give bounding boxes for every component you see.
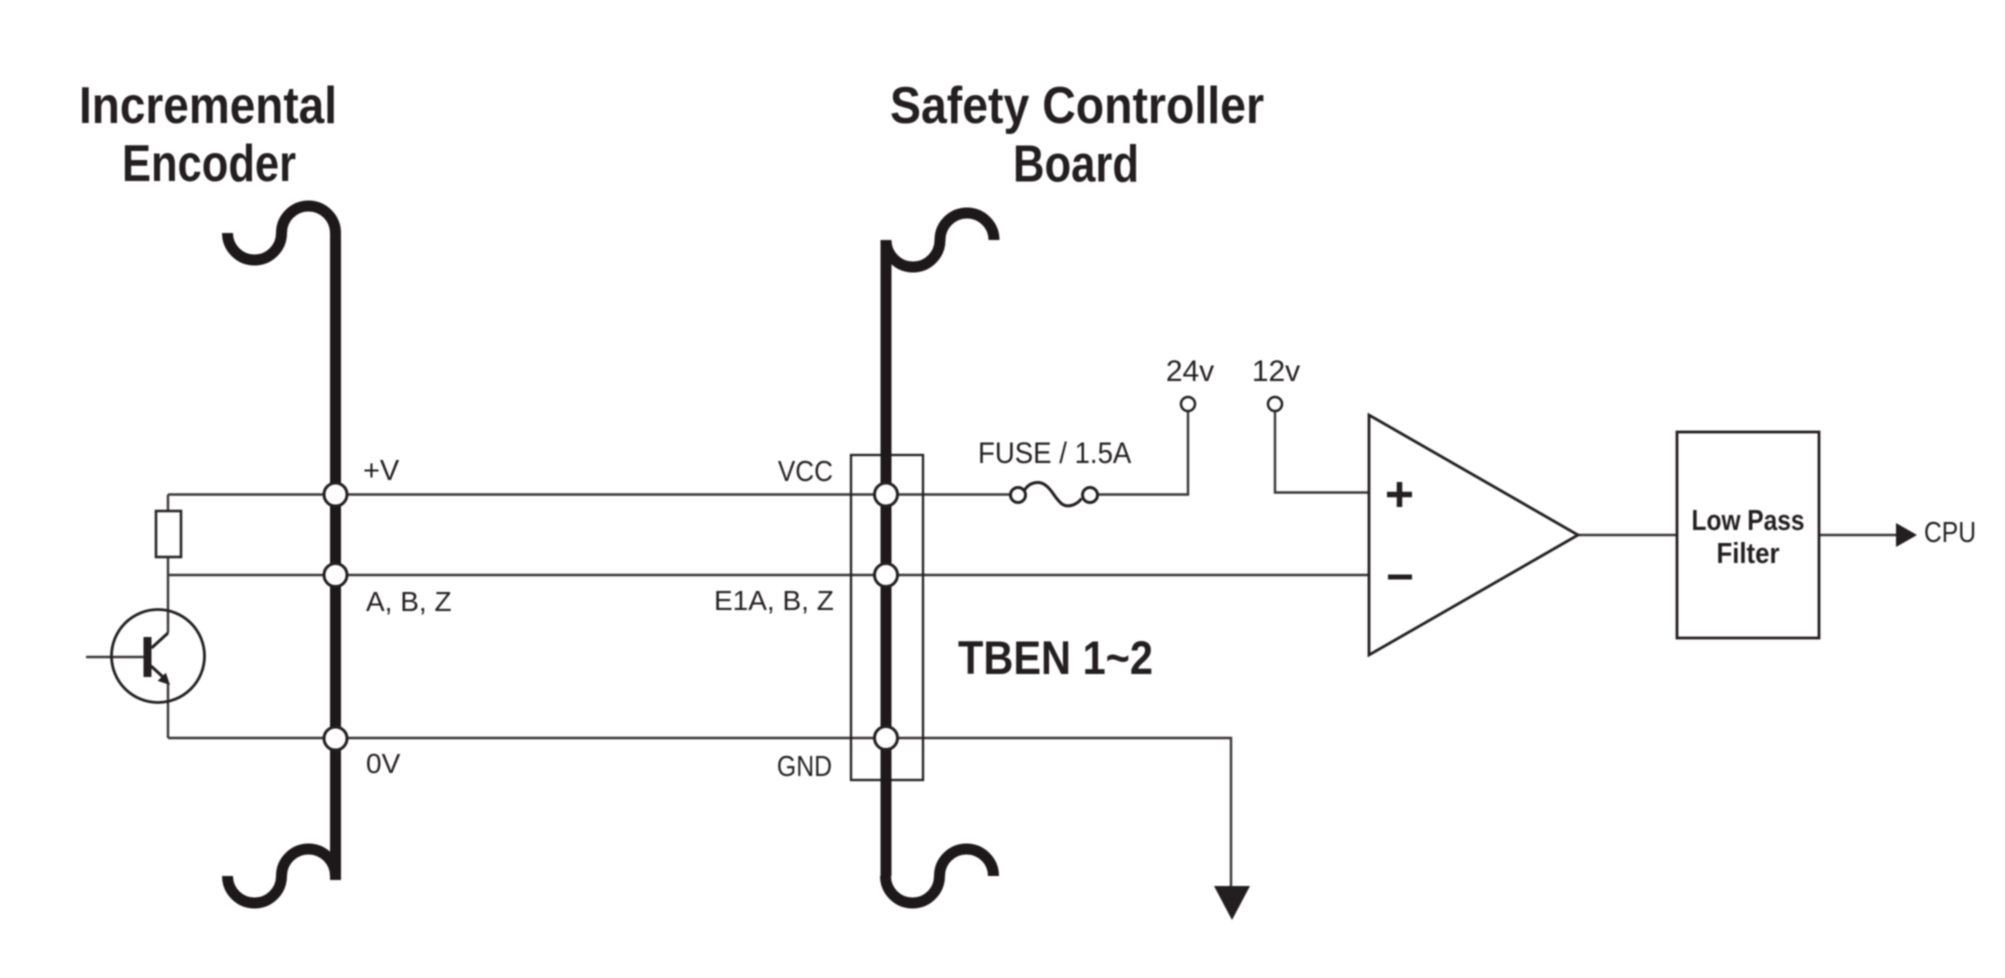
svg-text:24v: 24v bbox=[1166, 355, 1214, 388]
svg-text:Board: Board bbox=[1013, 136, 1139, 193]
svg-text:+V: +V bbox=[363, 455, 400, 487]
svg-text:VCC: VCC bbox=[778, 455, 833, 488]
svg-text:Incremental: Incremental bbox=[79, 77, 337, 134]
svg-text:CPU: CPU bbox=[1924, 516, 1976, 548]
svg-text:12v: 12v bbox=[1252, 355, 1300, 388]
svg-text:Low Pass: Low Pass bbox=[1692, 504, 1805, 536]
svg-text:GND: GND bbox=[777, 750, 832, 782]
svg-text:FUSE / 1.5A: FUSE / 1.5A bbox=[978, 437, 1132, 470]
svg-text:Safety Controller: Safety Controller bbox=[890, 77, 1264, 135]
svg-text:Encoder: Encoder bbox=[122, 135, 296, 192]
svg-text:0V: 0V bbox=[366, 748, 401, 779]
svg-text:A, B, Z: A, B, Z bbox=[366, 586, 452, 617]
svg-text:Filter: Filter bbox=[1716, 537, 1779, 570]
svg-text:E1A, B, Z: E1A, B, Z bbox=[714, 585, 834, 616]
svg-text:TBEN 1~2: TBEN 1~2 bbox=[958, 633, 1153, 685]
